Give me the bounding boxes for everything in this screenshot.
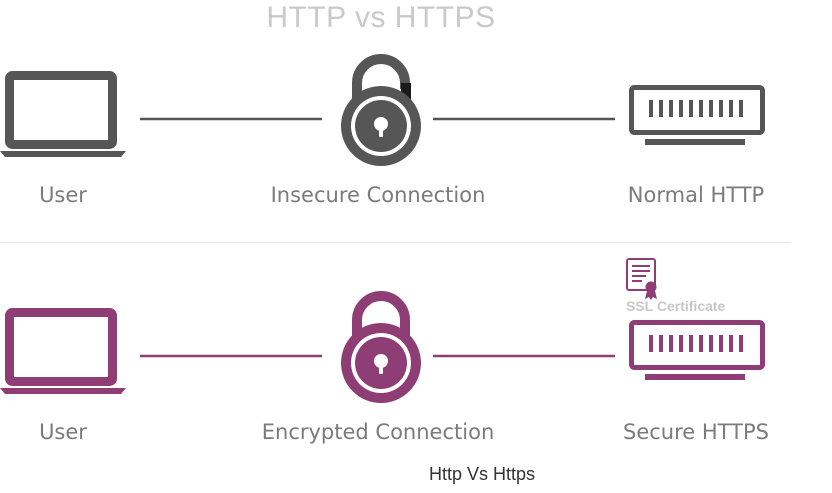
page-title: HTTP vs HTTPS bbox=[266, 1, 496, 34]
padlock-closed-icon bbox=[341, 291, 421, 403]
ssl-certificate-label: SSL Certificate bbox=[626, 298, 726, 314]
user-label-secure: User bbox=[39, 420, 87, 444]
figure-caption: Http Vs Https bbox=[428, 464, 536, 484]
secure-https-label: Secure HTTPS bbox=[623, 420, 769, 444]
certificate-icon bbox=[626, 258, 657, 300]
normal-http-label: Normal HTTP bbox=[627, 183, 765, 207]
server-icon-secure bbox=[629, 320, 765, 380]
insecure-connection-label: Insecure Connection bbox=[270, 183, 486, 207]
row-divider bbox=[0, 242, 790, 243]
padlock-open-icon bbox=[341, 54, 421, 166]
laptop-icon-secure bbox=[0, 308, 126, 394]
user-label: User bbox=[39, 183, 87, 207]
server-icon bbox=[629, 85, 765, 145]
encrypted-connection-label: Encrypted Connection bbox=[261, 420, 495, 444]
laptop-icon bbox=[0, 71, 126, 157]
